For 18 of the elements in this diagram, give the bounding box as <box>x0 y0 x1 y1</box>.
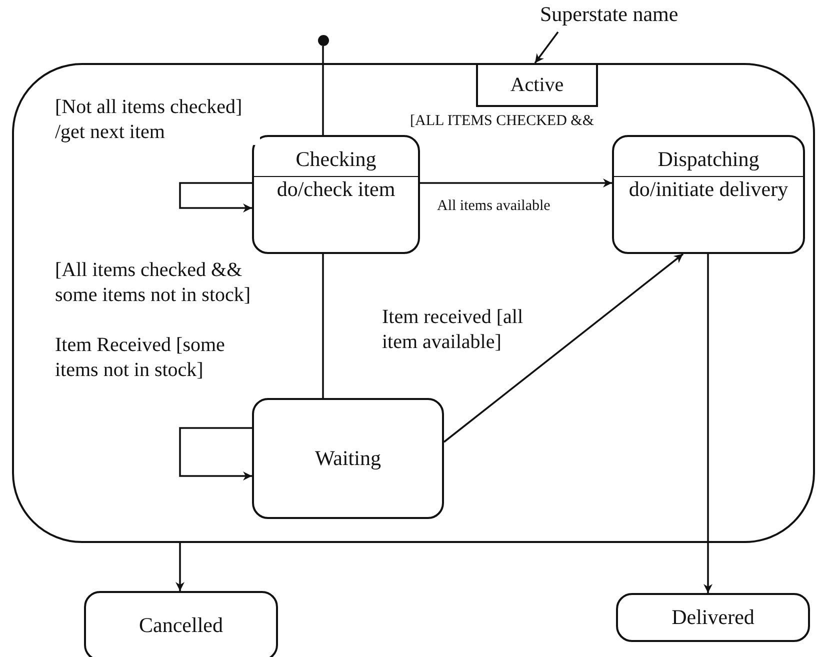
state-box: Waiting <box>252 398 444 519</box>
state-box-with-activity: Dispatching do/initiate delivery <box>612 135 805 254</box>
superstate-name-tab: Active <box>476 63 598 107</box>
transition-arrow <box>176 543 184 591</box>
state-box: Delivered <box>616 593 810 642</box>
transition-line <box>322 46 324 135</box>
superstate-box <box>12 63 815 543</box>
transition-arrow <box>443 253 684 443</box>
state-box-with-activity: Checking do/check item <box>252 135 420 254</box>
state-box: Cancelled <box>84 591 278 657</box>
transition-line <box>322 254 324 398</box>
self-transition-arrow <box>179 427 252 480</box>
transition-arrow <box>420 178 612 188</box>
self-transition-arrow <box>179 182 252 212</box>
transition-arrow <box>704 254 712 593</box>
leader-arrow <box>534 31 559 64</box>
initial-state-dot <box>318 35 329 46</box>
annotation-text: Superstate name <box>540 2 720 32</box>
